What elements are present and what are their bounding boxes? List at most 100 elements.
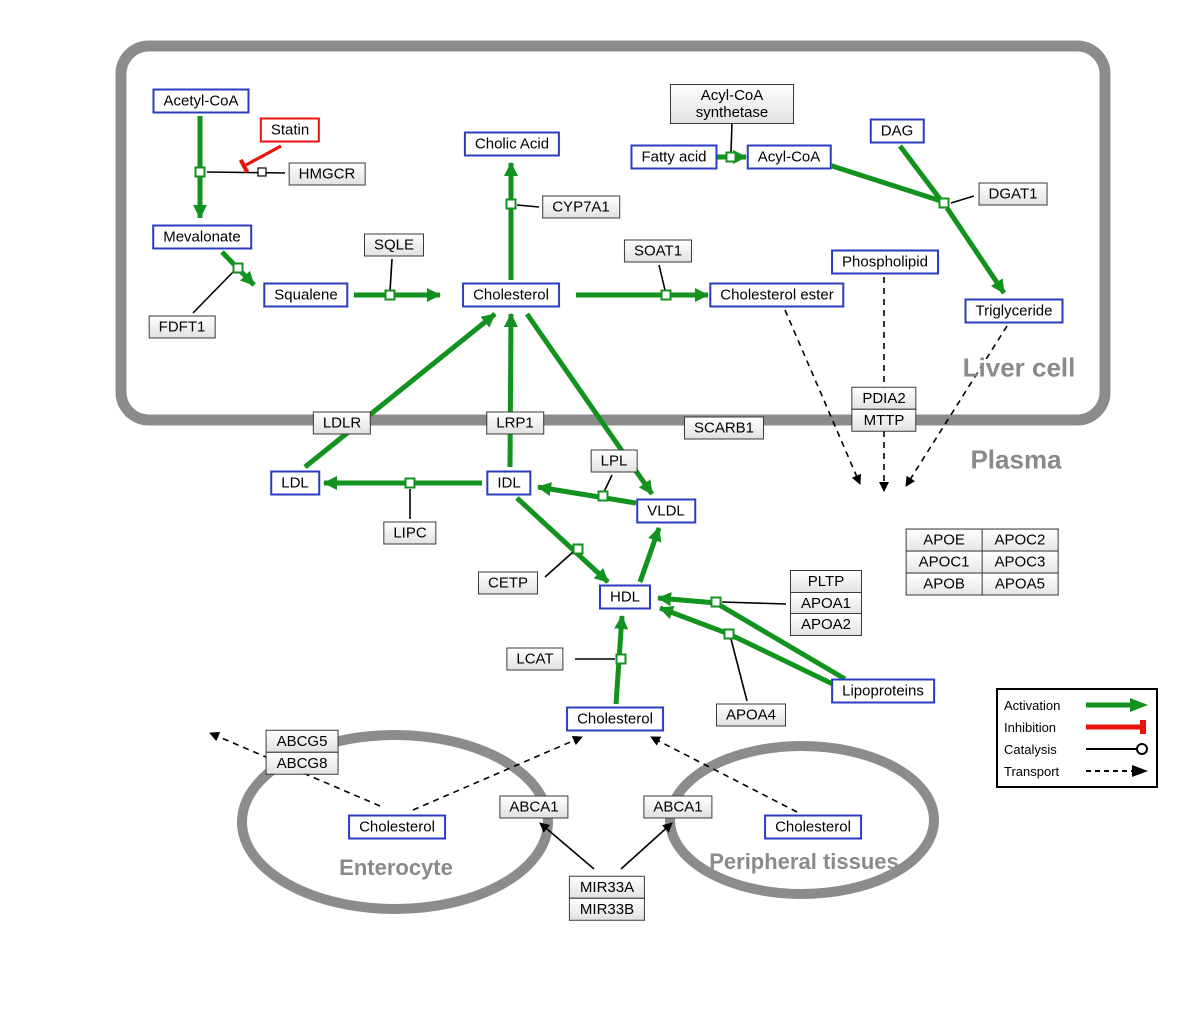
node-mir33a[interactable]: MIR33A <box>568 875 646 899</box>
node-phospholipid[interactable]: Phospholipid <box>831 249 939 275</box>
catalysis-line-cetp <box>544 551 574 578</box>
node-abcg5[interactable]: ABCG5 <box>265 729 339 753</box>
node-cholesterol-enterocyte[interactable]: Cholesterol <box>348 814 446 840</box>
node-cyp7a1[interactable]: CYP7A1 <box>542 195 620 219</box>
transport-arrow-icon <box>1086 765 1148 777</box>
activation-arrow-idl-hdl-via-cetp <box>515 496 610 584</box>
activation-arrow-hdl-vldl <box>637 527 662 583</box>
catalysis-line-fdft1 <box>192 270 235 314</box>
catalysis-line-sqle <box>389 258 393 292</box>
node-cholesterol-liver[interactable]: Cholesterol <box>462 282 560 308</box>
peripheral-tissues-label: Peripheral tissues <box>709 849 899 874</box>
legend-row-transport: Transport <box>1004 760 1150 782</box>
node-dgat1[interactable]: DGAT1 <box>978 182 1048 206</box>
node-apoc1[interactable]: APOC1 <box>905 550 983 574</box>
acyl-coa-synthetase-label: Acyl-CoA synthetase <box>695 87 769 121</box>
node-apoa2[interactable]: APOA2 <box>789 613 863 636</box>
node-acetyl-coa[interactable]: Acetyl-CoA <box>152 88 250 114</box>
node-acyl-coa[interactable]: Acyl-CoA <box>746 144 832 170</box>
reaction-node-pltp <box>710 596 722 608</box>
catalysis-line-acylcoa-synthetase <box>730 122 733 153</box>
node-lrp1[interactable]: LRP1 <box>486 411 544 435</box>
node-triglyceride[interactable]: Triglyceride <box>964 298 1064 324</box>
activation-arrow-idl-cholesterol-via-lrp1 <box>503 313 518 468</box>
node-mttp[interactable]: MTTP <box>851 408 917 432</box>
inhibition-tbar-icon <box>1086 720 1146 734</box>
inhibition-line-statin-hmgcr <box>245 144 282 167</box>
enterocyte-membrane <box>237 730 553 914</box>
node-ldlr[interactable]: LDLR <box>312 411 372 435</box>
catalysis-line-cyp7a1 <box>516 204 540 208</box>
legend-row-inhibition: Inhibition <box>1004 716 1150 738</box>
reaction-node-sqle <box>384 289 396 301</box>
catalysis-junction-square-hmgcr <box>257 167 267 177</box>
reaction-node-acylcoa-synthetase <box>725 151 737 163</box>
peripheral-tissues-membrane <box>665 741 939 899</box>
catalysis-line-pltp-apoa1-apoa2 <box>721 601 787 605</box>
transport-arrow-triglyceride-plasma <box>905 325 1008 487</box>
node-statin[interactable]: Statin <box>259 117 321 143</box>
reaction-node-soat1 <box>660 289 672 301</box>
node-abca1-peripheral[interactable]: ABCA1 <box>643 795 713 819</box>
node-vldl[interactable]: VLDL <box>636 498 696 524</box>
legend-transport-label: Transport <box>1004 763 1060 779</box>
node-lipc[interactable]: LIPC <box>383 521 437 545</box>
node-apoa1[interactable]: APOA1 <box>789 591 863 615</box>
node-apob[interactable]: APOB <box>905 572 983 596</box>
node-idl[interactable]: IDL <box>486 470 532 496</box>
node-cholesterol-ester[interactable]: Cholesterol ester <box>709 282 845 308</box>
node-apoe[interactable]: APOE <box>905 528 983 552</box>
node-apoa4[interactable]: APOA4 <box>715 703 787 727</box>
node-pltp[interactable]: PLTP <box>789 570 863 593</box>
node-abca1-enterocyte[interactable]: ABCA1 <box>499 795 569 819</box>
node-mir33b[interactable]: MIR33B <box>568 897 646 921</box>
node-apoa5[interactable]: APOA5 <box>981 572 1059 596</box>
node-acyl-coa-synthetase[interactable]: Acyl-CoA synthetase <box>670 84 794 124</box>
node-squalene[interactable]: Squalene <box>263 282 349 308</box>
catalysis-line-apoa4 <box>730 638 748 702</box>
node-cholesterol-plasma[interactable]: Cholesterol <box>566 706 664 732</box>
activation-arrow-vldl-idl <box>537 482 637 506</box>
node-apoc2[interactable]: APOC2 <box>981 528 1059 552</box>
legend-activation-label: Activation <box>1004 697 1061 713</box>
inhibition-tbar-statin <box>238 158 250 174</box>
plasma-label: Plasma <box>970 444 1062 475</box>
node-sqle[interactable]: SQLE <box>363 233 425 257</box>
legend-row-catalysis: Catalysis <box>1004 738 1150 760</box>
node-cholic-acid[interactable]: Cholic Acid <box>463 131 561 157</box>
node-mevalonate[interactable]: Mevalonate <box>152 224 252 250</box>
liver-cell-membrane <box>115 40 1111 426</box>
legend-row-activation: Activation <box>1004 694 1150 716</box>
node-apoc3[interactable]: APOC3 <box>981 550 1059 574</box>
transport-arrow-peripheral-cholesterol-plasma <box>650 736 798 813</box>
node-hdl[interactable]: HDL <box>598 584 652 610</box>
node-abcg8[interactable]: ABCG8 <box>265 751 339 775</box>
liver-cell-label: Liver cell <box>962 352 1076 383</box>
stack-pdia2-mttp: PDIA2 MTTP <box>851 386 917 432</box>
node-cholesterol-peripheral[interactable]: Cholesterol <box>764 814 862 840</box>
legend-inhibition-label: Inhibition <box>1004 719 1057 735</box>
arrow-mir33-abca1-peripheral <box>620 822 673 870</box>
node-fatty-acid[interactable]: Fatty acid <box>630 144 718 170</box>
reaction-node-apoa4 <box>723 628 735 640</box>
reaction-node-hmgcr <box>194 166 206 178</box>
legend: Activation Inhibition Catalysis Transpor… <box>996 688 1158 788</box>
node-fdft1[interactable]: FDFT1 <box>148 315 216 339</box>
reaction-node-lipc <box>404 477 416 489</box>
node-cetp[interactable]: CETP <box>477 571 539 595</box>
node-pdia2[interactable]: PDIA2 <box>851 386 917 410</box>
node-soat1[interactable]: SOAT1 <box>623 239 693 263</box>
node-hmgcr[interactable]: HMGCR <box>288 162 366 186</box>
node-scarb1[interactable]: SCARB1 <box>683 416 765 440</box>
reaction-node-lcat <box>615 653 627 665</box>
node-lcat[interactable]: LCAT <box>506 647 564 671</box>
node-dag[interactable]: DAG <box>869 118 925 144</box>
node-lipoproteins[interactable]: Lipoproteins <box>831 678 935 704</box>
node-ldl[interactable]: LDL <box>270 470 320 496</box>
transport-arrow-cholesterolester-plasma <box>784 309 862 485</box>
stack-mir33a-mir33b: MIR33A MIR33B <box>568 875 646 921</box>
node-lpl[interactable]: LPL <box>590 449 638 473</box>
activation-arrow-icon <box>1086 698 1148 712</box>
stack-abcg5-abcg8: ABCG5 ABCG8 <box>265 729 339 775</box>
